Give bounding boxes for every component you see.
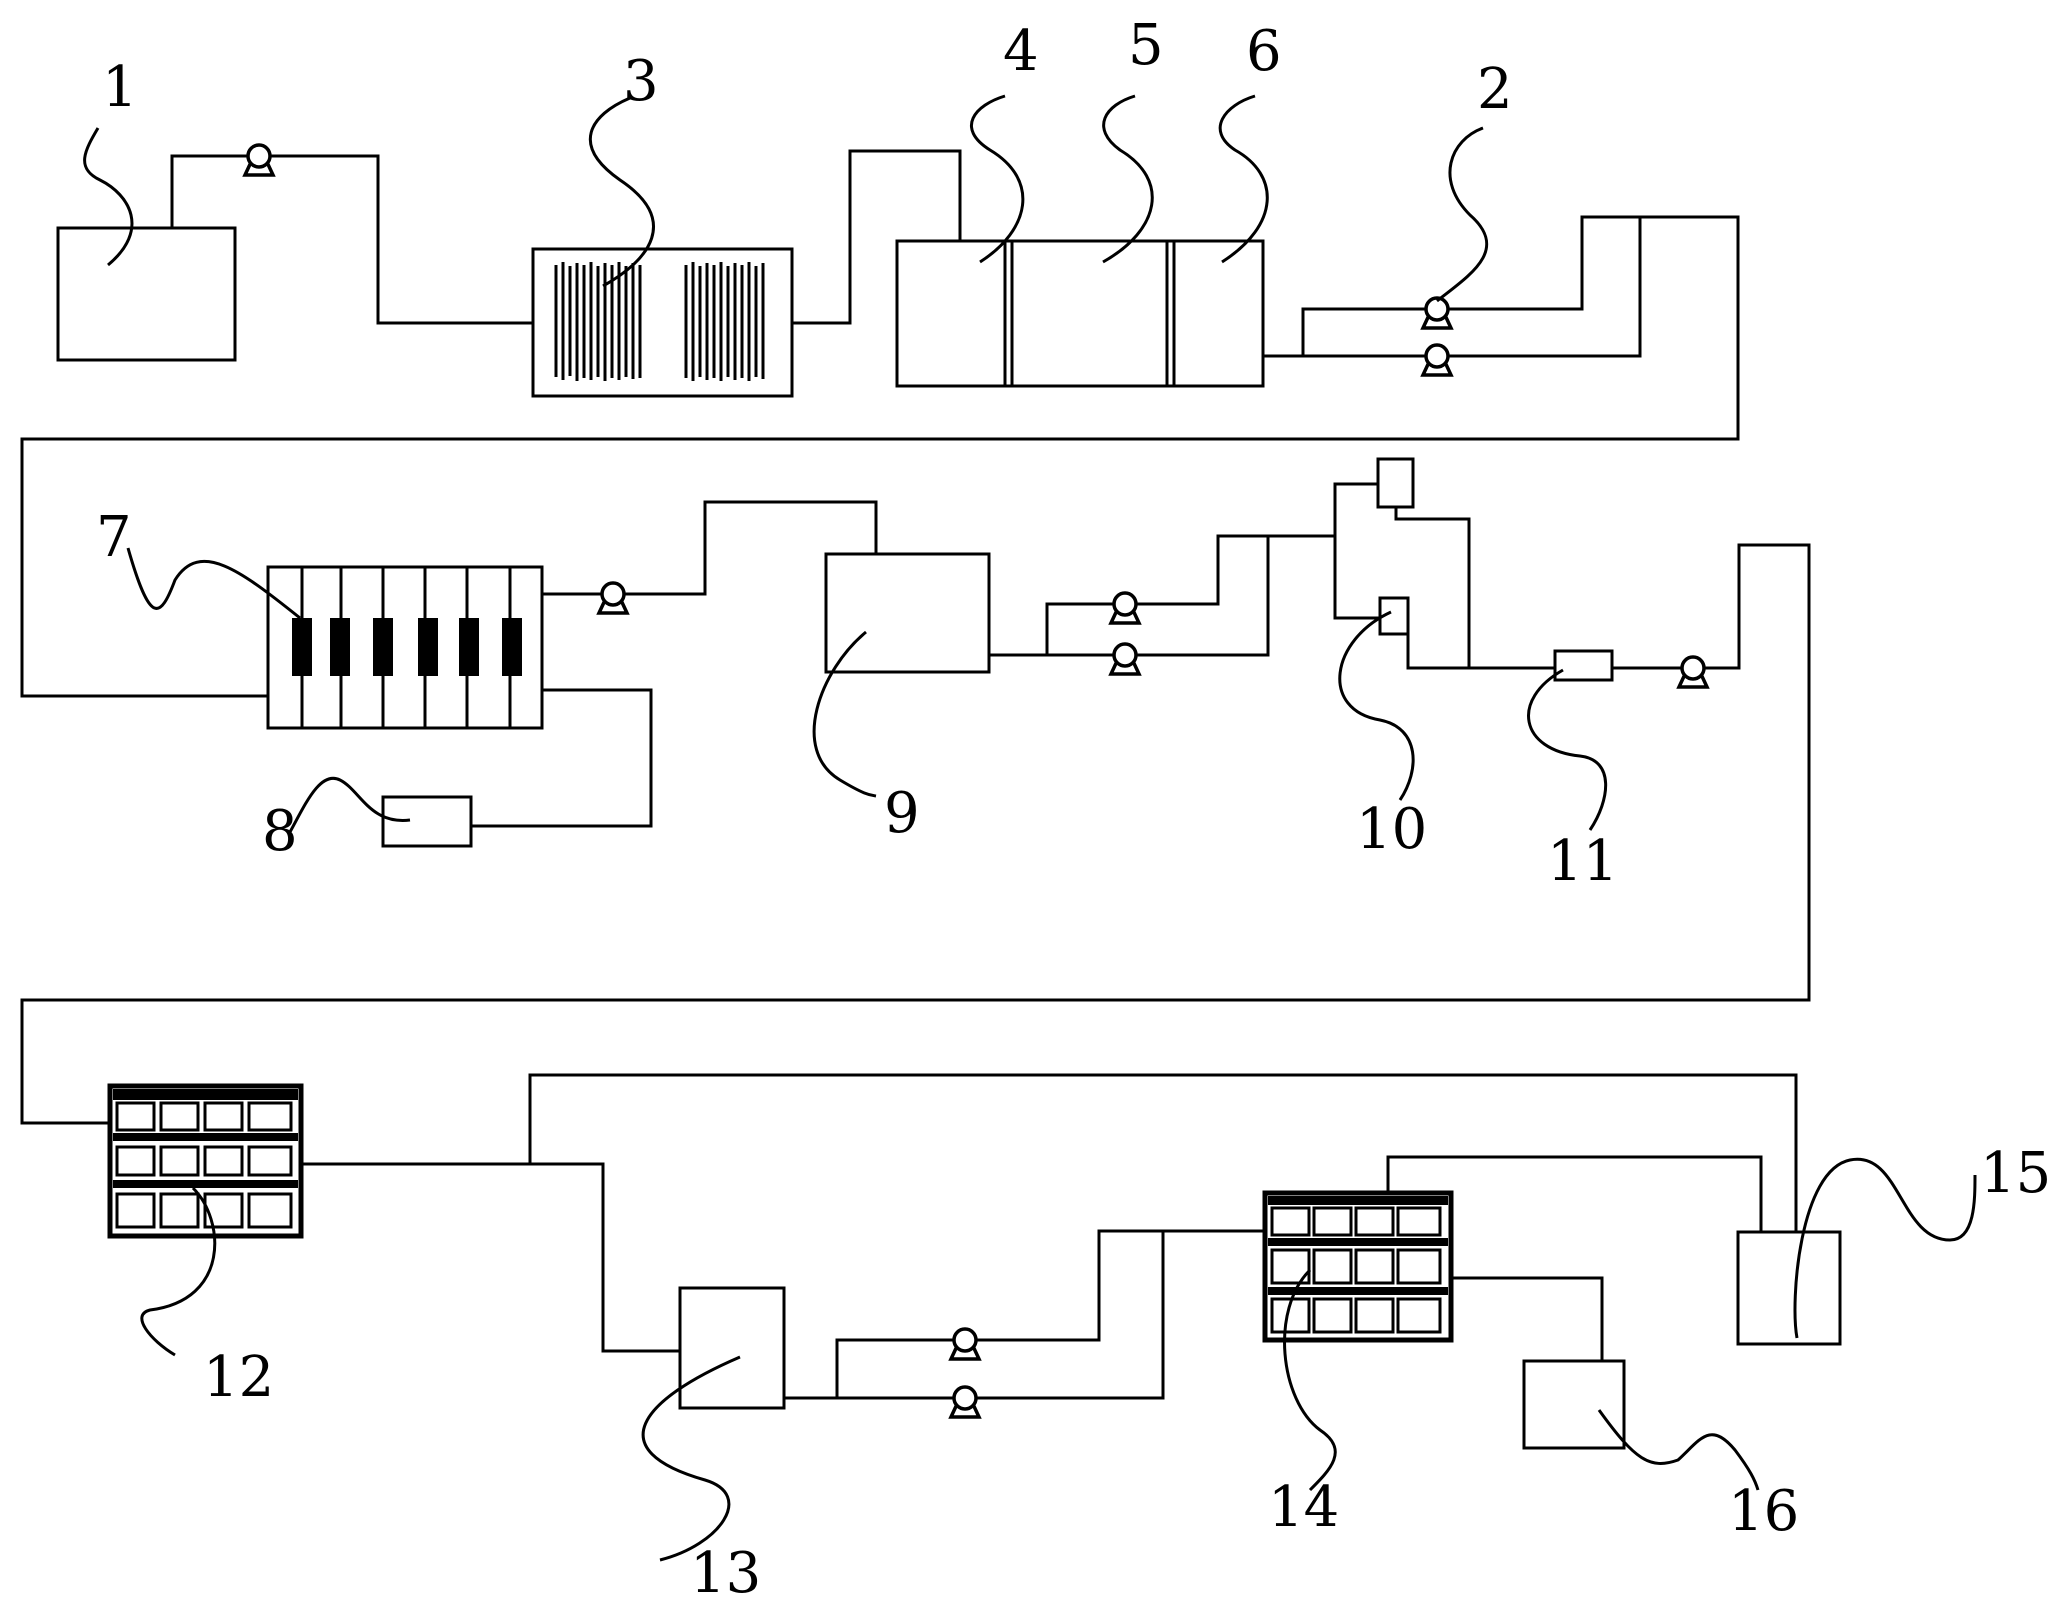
label-9: 9 xyxy=(884,781,920,846)
pump-icon xyxy=(1421,296,1453,330)
label-3: 3 xyxy=(623,49,659,114)
tank-15 xyxy=(1736,1230,1842,1346)
label-1: 1 xyxy=(102,55,138,120)
device-8 xyxy=(381,795,473,848)
number-labels: 1 2 3 4 5 6 7 8 9 10 11 12 13 14 15 16 xyxy=(96,13,2051,1606)
tank-9 xyxy=(824,552,991,674)
label-10: 10 xyxy=(1356,797,1427,862)
pump-icon xyxy=(243,143,275,177)
tank-4-5-6 xyxy=(895,239,1265,388)
pump-icon xyxy=(1677,655,1709,689)
label-6: 6 xyxy=(1246,19,1282,84)
tank-16 xyxy=(1522,1359,1626,1450)
dosing-box-upper xyxy=(1376,457,1415,509)
label-15: 15 xyxy=(1980,1141,2051,1206)
label-8: 8 xyxy=(262,799,298,864)
label-16: 16 xyxy=(1728,1479,1799,1544)
pipes xyxy=(20,149,1811,1400)
pump-icon xyxy=(597,581,629,615)
device-11 xyxy=(1553,649,1614,682)
label-5: 5 xyxy=(1128,13,1164,78)
pump-icon xyxy=(1109,642,1141,676)
label-4: 4 xyxy=(1003,19,1039,84)
filter-14 xyxy=(1262,1190,1454,1343)
unit-7 xyxy=(266,565,544,730)
pump-icon xyxy=(949,1385,981,1419)
label-12: 12 xyxy=(203,1345,274,1410)
unit-3 xyxy=(531,247,794,398)
tank-1 xyxy=(56,226,237,362)
dosing-box-10 xyxy=(1378,596,1410,636)
label-2: 2 xyxy=(1477,57,1513,122)
filter-12 xyxy=(107,1083,304,1239)
pump-icon xyxy=(949,1327,981,1361)
tank-13 xyxy=(678,1286,786,1410)
label-11: 11 xyxy=(1547,829,1618,894)
leader-lines xyxy=(83,94,1977,1562)
pump-icon xyxy=(1421,343,1453,377)
pump-icon xyxy=(1109,591,1141,625)
label-13: 13 xyxy=(690,1541,761,1606)
label-7: 7 xyxy=(96,505,132,570)
label-14: 14 xyxy=(1268,1475,1339,1540)
